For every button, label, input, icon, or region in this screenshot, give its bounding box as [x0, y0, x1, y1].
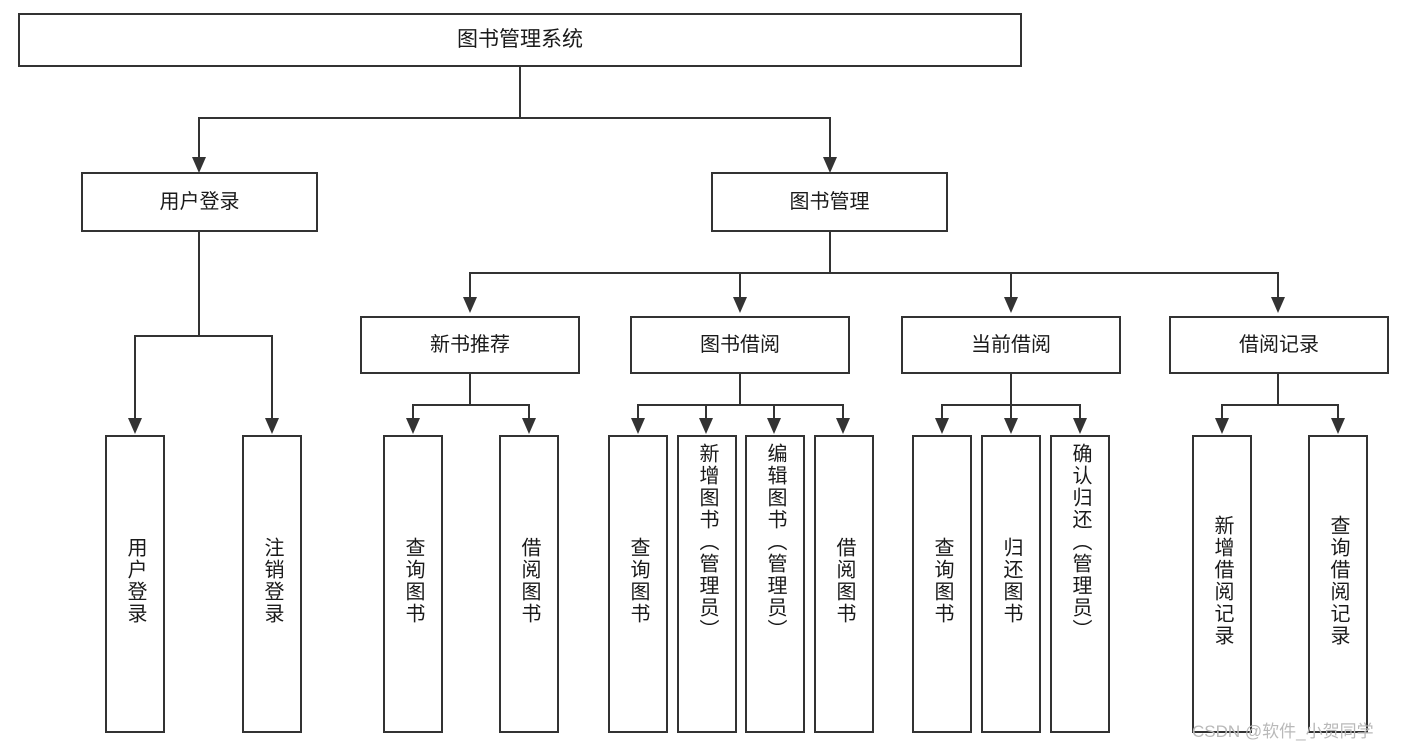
leaf-new-book-query-book[interactable]: 查询图书 [383, 435, 443, 733]
connector-book-borrow-to-leaf-3 [773, 404, 775, 419]
connector-new-book-bus [412, 404, 529, 406]
arrowhead-new-book-leaf-2 [522, 418, 536, 434]
leaf-label: 查询借阅记录 [1327, 515, 1349, 647]
arrowhead-book-mgmt-current [1004, 297, 1018, 313]
connector-book-mgmt-stem [829, 232, 831, 273]
connector-root-bus [198, 117, 831, 119]
leaf-book-borrow-add-book[interactable]: 新增图书（管理员） [677, 435, 737, 733]
leaf-label: 归还图书 [1000, 537, 1022, 625]
node-label: 用户登录 [159, 190, 240, 213]
leaf-book-borrow-edit-book[interactable]: 编辑图书（管理员） [745, 435, 805, 733]
connector-user-login-to-leaf-1 [134, 335, 136, 419]
connector-book-mgmt-to-current [1010, 272, 1012, 298]
arrowhead-borrow-record-leaf-2 [1331, 418, 1345, 434]
leaf-user-login-logout[interactable]: 注销登录 [242, 435, 302, 733]
arrowhead-current-borrow-leaf-1 [935, 418, 949, 434]
leaf-label: 查询图书 [402, 537, 424, 625]
connector-root-to-user-login [198, 117, 200, 159]
node-user-login[interactable]: 用户登录 [81, 172, 318, 232]
connector-borrow-record-stem [1277, 374, 1279, 405]
connector-user-login-bus [134, 335, 272, 337]
connector-current-borrow-to-leaf-1 [941, 404, 943, 419]
arrowhead-new-book-leaf-1 [406, 418, 420, 434]
connector-book-borrow-stem [739, 374, 741, 405]
connector-borrow-record-to-leaf-2 [1337, 404, 1339, 419]
node-new-book-recommend[interactable]: 新书推荐 [360, 316, 580, 374]
arrowhead-root-to-book-mgmt [823, 157, 837, 173]
leaf-current-borrow-query-book[interactable]: 查询图书 [912, 435, 972, 733]
node-root-system[interactable]: 图书管理系统 [18, 13, 1022, 67]
connector-book-mgmt-to-new-book [469, 272, 471, 298]
arrowhead-book-mgmt-new-book [463, 297, 477, 313]
node-label: 图书管理 [789, 190, 870, 213]
connector-book-mgmt-to-borrow [739, 272, 741, 298]
node-label: 图书借阅 [700, 333, 780, 356]
connector-current-borrow-to-leaf-2 [1010, 404, 1012, 419]
connector-current-borrow-stem [1010, 374, 1012, 405]
connector-book-borrow-to-leaf-1 [637, 404, 639, 419]
connector-book-mgmt-bus [469, 272, 1277, 274]
arrowhead-book-mgmt-borrow [733, 297, 747, 313]
node-book-management[interactable]: 图书管理 [711, 172, 948, 232]
connector-book-borrow-to-leaf-2 [705, 404, 707, 419]
csdn-watermark: CSDN @软件_小贺同学 [1192, 722, 1374, 741]
leaf-label: 借阅图书 [518, 537, 540, 625]
leaf-label: 编辑图书（管理员） [764, 443, 786, 641]
node-book-borrow[interactable]: 图书借阅 [630, 316, 850, 374]
leaf-user-login-login[interactable]: 用户登录 [105, 435, 165, 733]
leaf-label: 新增借阅记录 [1211, 515, 1233, 647]
connector-root-stem [519, 67, 521, 118]
arrowhead-book-borrow-leaf-4 [836, 418, 850, 434]
arrowhead-book-borrow-leaf-1 [631, 418, 645, 434]
leaf-label: 用户登录 [124, 537, 146, 625]
arrowhead-borrow-record-leaf-1 [1215, 418, 1229, 434]
connector-book-borrow-to-leaf-4 [842, 404, 844, 419]
connector-borrow-record-to-leaf-1 [1221, 404, 1223, 419]
arrowhead-current-borrow-leaf-3 [1073, 418, 1087, 434]
arrowhead-book-borrow-leaf-3 [767, 418, 781, 434]
connector-current-borrow-to-leaf-3 [1079, 404, 1081, 419]
arrowhead-user-login-leaf-1 [128, 418, 142, 434]
arrowhead-book-mgmt-record [1271, 297, 1285, 313]
arrowhead-current-borrow-leaf-2 [1004, 418, 1018, 434]
arrowhead-root-to-user-login [192, 157, 206, 173]
leaf-borrow-record-query-record[interactable]: 查询借阅记录 [1308, 435, 1368, 733]
leaf-label: 查询图书 [931, 537, 953, 625]
leaf-label: 注销登录 [261, 537, 283, 625]
connector-borrow-record-bus [1221, 404, 1338, 406]
connector-book-borrow-bus [637, 404, 844, 406]
connector-user-login-stem [198, 232, 200, 336]
leaf-current-borrow-confirm-return[interactable]: 确认归还（管理员） [1050, 435, 1110, 733]
connector-new-book-to-leaf-2 [528, 404, 530, 419]
connector-root-to-book-mgmt [829, 117, 831, 159]
leaf-label: 新增图书（管理员） [696, 443, 718, 641]
arrowhead-book-borrow-leaf-2 [699, 418, 713, 434]
node-label: 新书推荐 [430, 333, 510, 356]
leaf-book-borrow-borrow-book[interactable]: 借阅图书 [814, 435, 874, 733]
node-label: 图书管理系统 [457, 27, 583, 51]
node-current-borrow[interactable]: 当前借阅 [901, 316, 1121, 374]
leaf-new-book-borrow-book[interactable]: 借阅图书 [499, 435, 559, 733]
leaf-borrow-record-add-record[interactable]: 新增借阅记录 [1192, 435, 1252, 733]
arrowhead-user-login-leaf-2 [265, 418, 279, 434]
leaf-label: 借阅图书 [833, 537, 855, 625]
leaf-book-borrow-query-book[interactable]: 查询图书 [608, 435, 668, 733]
node-label: 当前借阅 [971, 333, 1051, 356]
connector-new-book-stem [469, 374, 471, 405]
leaf-label: 查询图书 [627, 537, 649, 625]
leaf-current-borrow-return-book[interactable]: 归还图书 [981, 435, 1041, 733]
leaf-label: 确认归还（管理员） [1069, 443, 1091, 641]
connector-new-book-to-leaf-1 [412, 404, 414, 419]
connector-user-login-to-leaf-2 [271, 335, 273, 419]
node-borrow-record[interactable]: 借阅记录 [1169, 316, 1389, 374]
node-label: 借阅记录 [1239, 333, 1319, 356]
connector-book-mgmt-to-record [1277, 272, 1279, 298]
